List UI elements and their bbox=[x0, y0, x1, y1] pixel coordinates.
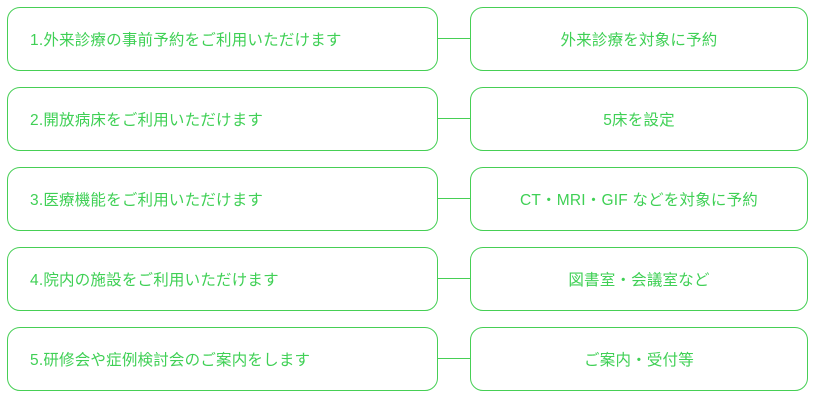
service-item-box-1[interactable]: 1.外来診療の事前予約をご利用いただけます bbox=[7, 7, 438, 71]
service-detail-box-4[interactable]: 図書室・会議室など bbox=[470, 247, 808, 311]
diagram-row: 1.外来診療の事前予約をご利用いただけます 外来診療を対象に予約 bbox=[0, 7, 817, 71]
diagram-row: 5.研修会や症例検討会のご案内をします ご案内・受付等 bbox=[0, 327, 817, 391]
connector-line-icon-3 bbox=[438, 198, 470, 199]
service-item-box-3[interactable]: 3.医療機能をご利用いただけます bbox=[7, 167, 438, 231]
diagram-row: 3.医療機能をご利用いただけます CT・MRI・GIF などを対象に予約 bbox=[0, 167, 817, 231]
service-detail-box-5[interactable]: ご案内・受付等 bbox=[470, 327, 808, 391]
connector-line-icon-1 bbox=[438, 38, 470, 39]
service-detail-box-3[interactable]: CT・MRI・GIF などを対象に予約 bbox=[470, 167, 808, 231]
service-item-box-4[interactable]: 4.院内の施設をご利用いただけます bbox=[7, 247, 438, 311]
diagram-row: 2.開放病床をご利用いただけます 5床を設定 bbox=[0, 87, 817, 151]
service-item-box-5[interactable]: 5.研修会や症例検討会のご案内をします bbox=[7, 327, 438, 391]
connector-line-icon-5 bbox=[438, 358, 470, 359]
service-item-box-2[interactable]: 2.開放病床をご利用いただけます bbox=[7, 87, 438, 151]
connector-line-icon-4 bbox=[438, 278, 470, 279]
diagram-row: 4.院内の施設をご利用いただけます 図書室・会議室など bbox=[0, 247, 817, 311]
connector-line-icon-2 bbox=[438, 118, 470, 119]
service-detail-box-1[interactable]: 外来診療を対象に予約 bbox=[470, 7, 808, 71]
service-detail-box-2[interactable]: 5床を設定 bbox=[470, 87, 808, 151]
